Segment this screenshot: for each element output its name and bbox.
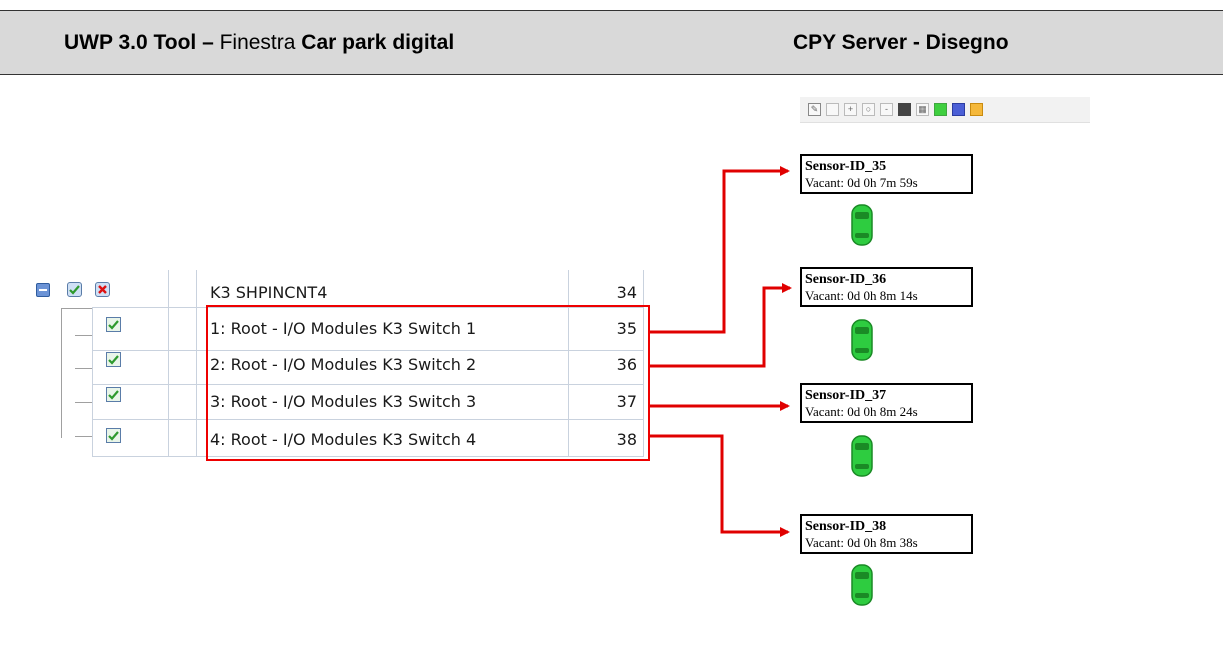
orange-flag-icon[interactable] — [970, 103, 983, 116]
tree-connector — [61, 308, 92, 309]
header-banner: UWP 3.0 Tool – Finestra Car park digital… — [0, 10, 1223, 75]
tree-item-label[interactable]: 4: Root - I/O Modules K3 Switch 4 — [210, 430, 477, 449]
grid-line — [168, 270, 169, 457]
drawing-toolbar: ✎ + ○ - ▦ — [800, 97, 1090, 123]
calendar-icon[interactable]: ▦ — [916, 103, 929, 116]
tree-item-value: 36 — [616, 355, 637, 374]
collapse-icon[interactable] — [36, 283, 50, 297]
tree-connector — [75, 402, 92, 403]
grid-line — [92, 384, 643, 385]
tree-item-value: 35 — [616, 319, 637, 338]
header-right-title: CPY Server - Disegno — [793, 31, 1009, 54]
grid-line — [92, 456, 643, 457]
car-icon — [851, 564, 873, 606]
check-all-icon[interactable] — [67, 282, 82, 297]
edit-icon[interactable]: ✎ — [808, 103, 821, 116]
car-icon — [851, 435, 873, 477]
sensor-status: Vacant: 0d 0h 8m 38s — [805, 535, 918, 550]
sensor-box[interactable]: Sensor-ID_37 Vacant: 0d 0h 8m 24s — [800, 383, 973, 423]
tree-connector — [75, 436, 92, 437]
sensor-id: Sensor-ID_35 — [805, 159, 887, 174]
arrow-38 — [650, 434, 790, 537]
highlight-box — [206, 305, 650, 461]
header-window-word: Finestra — [213, 31, 302, 54]
row-checkbox[interactable] — [106, 387, 121, 402]
tree-item-label[interactable]: 1: Root - I/O Modules K3 Switch 1 — [210, 319, 477, 338]
tree-connector — [75, 368, 92, 369]
grid-line — [196, 270, 197, 457]
zoom-in-icon[interactable]: + — [844, 103, 857, 116]
grid-line — [92, 419, 643, 420]
header-left-title: UWP 3.0 Tool – Finestra Car park digital — [64, 31, 454, 55]
tree-connector — [75, 335, 92, 336]
header-tool-name: UWP 3.0 Tool – — [64, 31, 214, 54]
tree-root-value: 34 — [616, 283, 637, 302]
row-checkbox[interactable] — [106, 428, 121, 443]
sensor-status: Vacant: 0d 0h 8m 24s — [805, 404, 918, 419]
row-checkbox[interactable] — [106, 352, 121, 367]
grid-line — [92, 307, 643, 308]
tree-item-value: 38 — [616, 430, 637, 449]
sensor-id: Sensor-ID_36 — [805, 272, 887, 287]
grid-line — [92, 350, 643, 351]
sensor-status: Vacant: 0d 0h 7m 59s — [805, 175, 918, 190]
car-icon — [851, 204, 873, 246]
tree-item-value: 37 — [616, 392, 637, 411]
tree-item-label[interactable]: 3: Root - I/O Modules K3 Switch 3 — [210, 392, 477, 411]
arrow-36 — [650, 283, 792, 368]
fill-icon[interactable] — [898, 103, 911, 116]
sensor-box[interactable]: Sensor-ID_38 Vacant: 0d 0h 8m 38s — [800, 514, 973, 554]
sensor-box[interactable]: Sensor-ID_35 Vacant: 0d 0h 7m 59s — [800, 154, 973, 194]
tree-connector — [61, 308, 62, 438]
blue-flag-icon[interactable] — [952, 103, 965, 116]
zoom-icon[interactable]: ○ — [862, 103, 875, 116]
grid-line — [568, 270, 569, 457]
sensor-box[interactable]: Sensor-ID_36 Vacant: 0d 0h 8m 14s — [800, 267, 973, 307]
select-icon[interactable] — [826, 103, 839, 116]
tree-root-label: K3 SHPINCNT4 — [210, 283, 328, 302]
grid-line — [92, 307, 93, 457]
header-window-name: Car park digital — [301, 31, 455, 54]
sensor-id: Sensor-ID_37 — [805, 388, 887, 403]
arrow-35 — [650, 166, 790, 334]
sensor-status: Vacant: 0d 0h 8m 14s — [805, 288, 918, 303]
sensor-id: Sensor-ID_38 — [805, 519, 887, 534]
row-checkbox[interactable] — [106, 317, 121, 332]
green-flag-icon[interactable] — [934, 103, 947, 116]
uncheck-all-icon[interactable] — [95, 282, 110, 297]
grid-line — [643, 270, 644, 457]
tree-item-label[interactable]: 2: Root - I/O Modules K3 Switch 2 — [210, 355, 477, 374]
car-icon — [851, 319, 873, 361]
zoom-out-icon[interactable]: - — [880, 103, 893, 116]
